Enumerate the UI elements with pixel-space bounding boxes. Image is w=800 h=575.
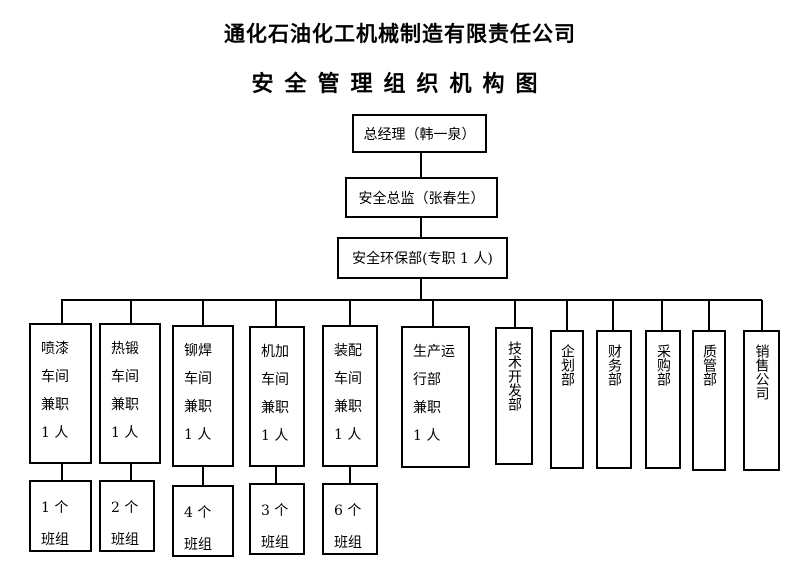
- safety-director-box: 安全总监（张春生）: [345, 177, 498, 218]
- drop-line: [432, 300, 434, 326]
- team-line: 1 个: [41, 500, 69, 516]
- dept-line: 兼职: [334, 399, 362, 415]
- dept-line: 行部: [413, 372, 441, 388]
- dept-purchasing: 采购部: [645, 330, 681, 469]
- dept-label: 技术开发部: [506, 341, 522, 411]
- drop-line: [612, 300, 614, 330]
- team-line: 4 个: [184, 505, 212, 521]
- team-box: 3 个 班组: [249, 483, 305, 555]
- team-line: 2 个: [111, 500, 139, 516]
- dept-label: 企划部: [559, 344, 575, 386]
- connector: [420, 153, 422, 177]
- dept-line: 车间: [41, 369, 69, 385]
- team-line: 3 个: [261, 503, 289, 519]
- team-connector: [61, 464, 63, 480]
- team-connector: [202, 467, 204, 485]
- dept-line: 兼职: [111, 397, 139, 413]
- dept-label: 销售公司: [753, 344, 770, 400]
- dept-line: 1 人: [261, 428, 289, 444]
- team-line: 班组: [334, 535, 362, 551]
- dept-line: 喷漆: [41, 341, 69, 357]
- dept-line: 1 人: [413, 428, 441, 444]
- dept-line: 1 人: [184, 427, 212, 443]
- drop-line: [708, 300, 710, 330]
- env-dept-label: 安全环保部(专职 1 人): [352, 251, 493, 267]
- drop-line: [349, 300, 351, 325]
- team-box: 6 个 班组: [322, 483, 378, 555]
- bus-line: [61, 299, 762, 301]
- drop-line: [275, 300, 277, 326]
- team-box: 4 个 班组: [172, 485, 234, 557]
- dept-finance: 财务部: [596, 330, 632, 469]
- general-manager-label: 总经理（韩一泉）: [363, 126, 476, 143]
- dept-line: 1 人: [41, 425, 69, 441]
- dept-sales: 销售公司: [743, 330, 780, 471]
- team-box: 2 个 班组: [99, 480, 155, 552]
- dept-planning: 企划部: [550, 330, 584, 469]
- dept-line: 车间: [261, 372, 289, 388]
- dept-machining: 机加 车间 兼职 1 人: [249, 326, 305, 467]
- dept-line: 车间: [184, 371, 212, 387]
- dept-line: 兼职: [41, 397, 69, 413]
- dept-line: 兼职: [184, 399, 212, 415]
- drop-line: [130, 300, 132, 323]
- dept-quality: 质管部: [692, 330, 726, 471]
- dept-riveting-welding: 铆焊 车间 兼职 1 人: [172, 325, 234, 467]
- dept-line: 1 人: [111, 425, 139, 441]
- chart-title: 安全管理组织机构图: [251, 71, 549, 97]
- general-manager-box: 总经理（韩一泉）: [352, 114, 487, 153]
- team-connector: [349, 467, 351, 483]
- connector: [420, 279, 422, 300]
- dept-production: 生产运 行部 兼职 1 人: [401, 326, 470, 468]
- dept-line: 机加: [261, 344, 289, 360]
- dept-line: 生产运: [413, 344, 455, 360]
- dept-line: 兼职: [413, 400, 441, 416]
- team-line: 班组: [261, 535, 289, 551]
- drop-line: [761, 300, 763, 330]
- dept-label: 采购部: [655, 344, 671, 386]
- team-box: 1 个 班组: [29, 480, 92, 552]
- dept-spray-paint: 喷漆 车间 兼职 1 人: [29, 323, 92, 464]
- company-name: 通化石油化工机械制造有限责任公司: [224, 21, 576, 46]
- env-dept-box: 安全环保部(专职 1 人): [337, 237, 508, 279]
- drop-line: [61, 300, 63, 323]
- drop-line: [566, 300, 568, 330]
- dept-line: 热锻: [111, 341, 139, 357]
- drop-line: [661, 300, 663, 330]
- dept-line: 车间: [111, 369, 139, 385]
- dept-line: 铆焊: [184, 343, 212, 359]
- connector: [420, 218, 422, 237]
- dept-line: 车间: [334, 371, 362, 387]
- dept-hot-forging: 热锻 车间 兼职 1 人: [99, 323, 161, 464]
- drop-line: [202, 300, 204, 325]
- team-line: 班组: [184, 537, 212, 553]
- dept-label: 质管部: [701, 344, 717, 386]
- dept-assembly: 装配 车间 兼职 1 人: [322, 325, 378, 467]
- team-line: 6 个: [334, 503, 362, 519]
- dept-label: 财务部: [606, 344, 622, 386]
- team-connector: [275, 467, 277, 483]
- dept-line: 装配: [334, 343, 362, 359]
- team-line: 班组: [111, 532, 139, 548]
- team-connector: [130, 464, 132, 480]
- dept-tech-dev: 技术开发部: [495, 327, 533, 465]
- dept-line: 1 人: [334, 427, 362, 443]
- drop-line: [514, 300, 516, 327]
- dept-line: 兼职: [261, 400, 289, 416]
- team-line: 班组: [41, 532, 69, 548]
- safety-director-label: 安全总监（张春生）: [358, 190, 485, 207]
